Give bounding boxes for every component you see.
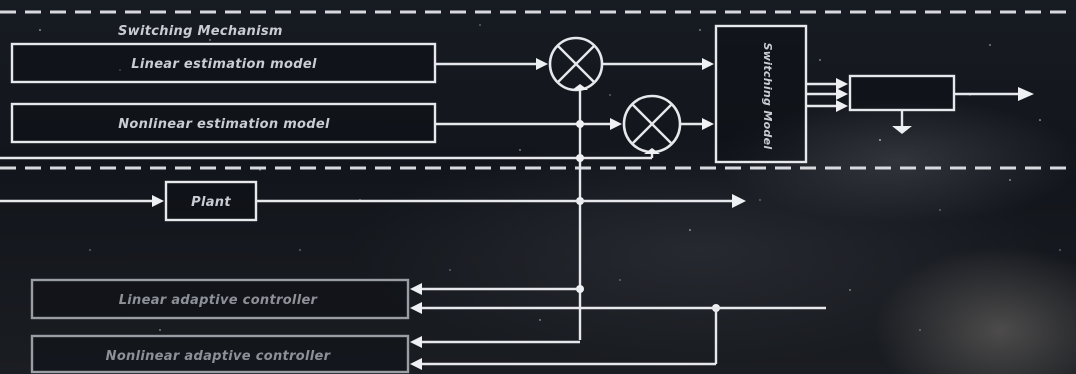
switching-model-block <box>716 26 806 162</box>
arrow-head-icon <box>152 195 164 207</box>
junction-dot <box>576 120 584 128</box>
arrow-head-icon <box>836 88 848 100</box>
output-selector-block <box>850 76 954 110</box>
linear-adaptive-controller-label: Linear adaptive controller <box>119 293 319 308</box>
arrow-head-icon <box>836 78 848 90</box>
ground-icon <box>892 110 912 134</box>
switching-model-label: Switching Model <box>761 43 774 150</box>
arrow-head-icon <box>732 194 746 208</box>
arrow-head-icon <box>836 100 848 112</box>
linear-estimation-model-label: Linear estimation model <box>131 57 317 72</box>
plant-label: Plant <box>191 195 231 210</box>
arrow-head-icon <box>610 118 622 130</box>
summing-junction-icon <box>550 38 602 90</box>
junction-dot <box>576 154 584 162</box>
arrow-head-icon <box>410 283 422 295</box>
summing-junction-icon <box>624 96 680 152</box>
arrow-head-icon <box>410 358 422 370</box>
nonlinear-adaptive-controller-label: Nonlinear adaptive controller <box>106 349 332 364</box>
arrow-head-icon <box>702 58 714 70</box>
arrow-head-icon <box>1018 87 1034 101</box>
arrow-head-icon <box>702 118 714 130</box>
nonlinear-estimation-model-label: Nonlinear estimation model <box>118 117 330 132</box>
switching-mechanism-title: Switching Mechanism <box>118 24 283 39</box>
arrow-head-icon <box>410 302 422 314</box>
arrow-head-icon <box>536 58 548 70</box>
arrow-head-icon <box>410 336 422 348</box>
